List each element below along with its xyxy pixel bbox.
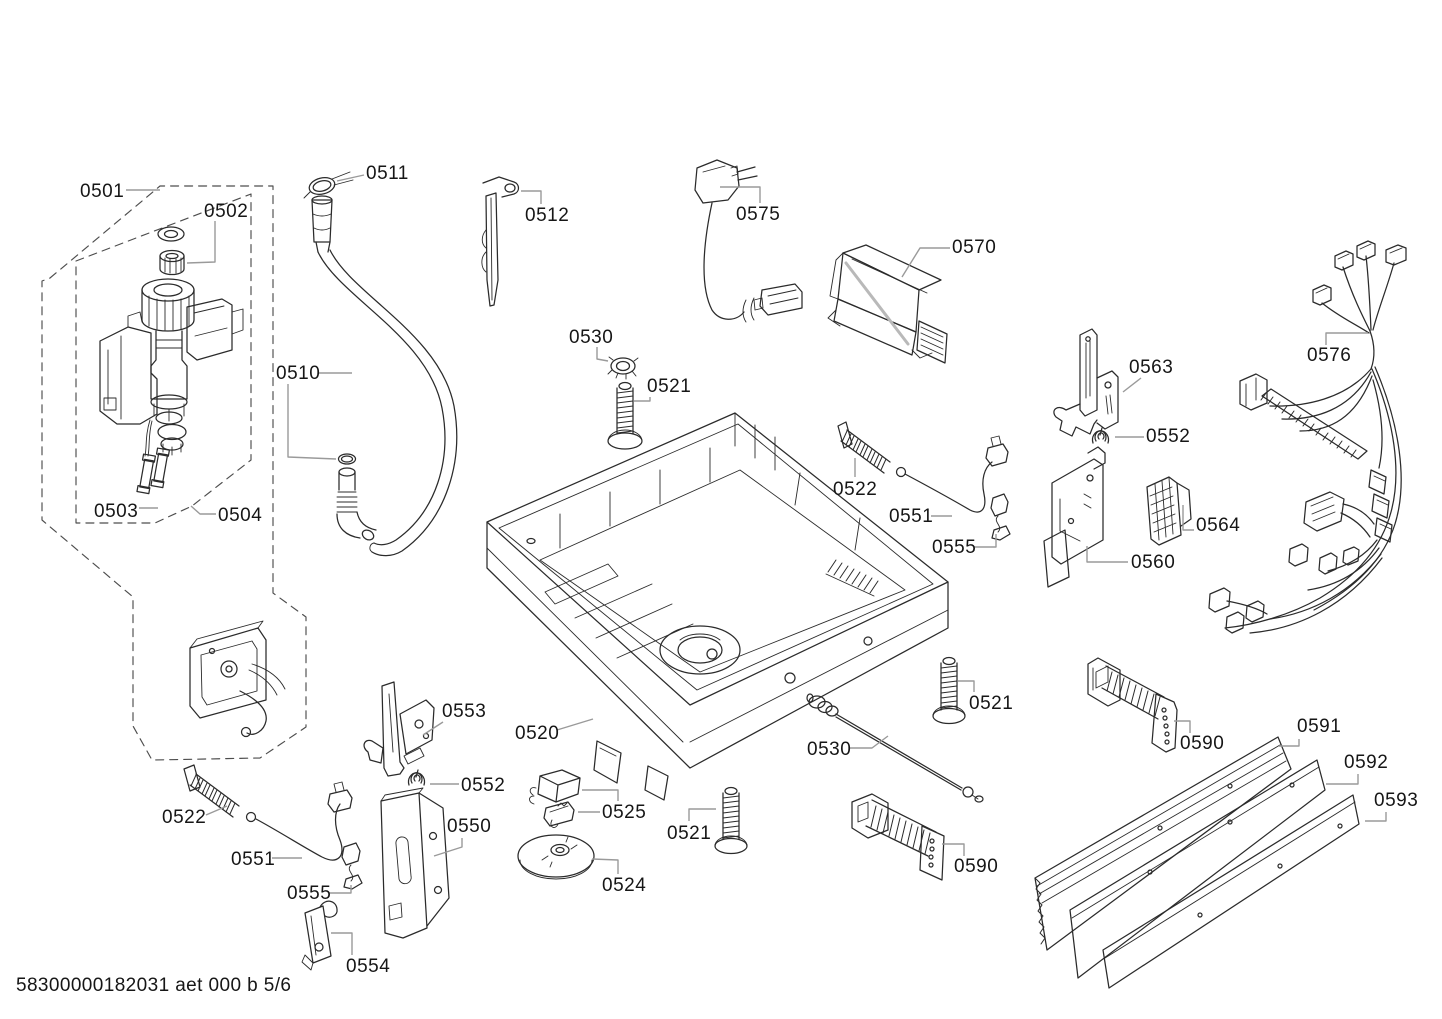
- part-label-0552a: 0552: [1146, 426, 1191, 447]
- leader-lines: [126, 174, 1387, 955]
- document-code: 58300000182031 aet 000 b 5/6: [16, 975, 292, 996]
- part-0520-base-pan-drawing: [486, 412, 949, 801]
- part-0593-panel-drawing: [1102, 794, 1360, 989]
- part-label-0522b: 0522: [162, 807, 207, 828]
- part-0590-vent-drawing: [1087, 657, 1178, 753]
- part-label-0563: 0563: [1129, 357, 1174, 378]
- part-label-0560: 0560: [1131, 552, 1176, 573]
- part-0521-screw-drawing: [932, 656, 966, 725]
- part-label-0550: 0550: [447, 816, 492, 837]
- part-label-0551a: 0551: [889, 506, 934, 527]
- dashed-boundary-outer: [41, 185, 307, 761]
- part-0555-sensor-drawing: [341, 842, 363, 890]
- part-label-0525: 0525: [602, 802, 647, 823]
- part-0564-grid-drawing: [1146, 476, 1192, 546]
- part-label-0552b: 0552: [461, 775, 506, 796]
- part-label-0502: 0502: [204, 201, 249, 222]
- part-label-0576: 0576: [1307, 345, 1352, 366]
- part-0590-vent-drawing: [851, 793, 945, 881]
- part-0551-cable-drawing: [245, 781, 353, 861]
- part-flowmeter-assembly-drawing: [189, 620, 286, 738]
- part-0502-washer-drawing: [157, 226, 185, 276]
- part-label-0511: 0511: [366, 163, 409, 184]
- part-0552-clip-drawing: [407, 769, 426, 786]
- part-0575-power-cord-drawing: [694, 159, 803, 323]
- part-0511-hose-clamp-drawing: [303, 171, 354, 199]
- part-0530-rod-drawing: [806, 693, 984, 803]
- part-label-0555b: 0555: [287, 883, 332, 904]
- part-0591-panel-drawing: [1034, 736, 1292, 951]
- part-label-0554: 0554: [346, 956, 391, 977]
- part-0553-bracket-drawing: [363, 681, 435, 777]
- part-label-0590b: 0590: [954, 856, 999, 877]
- part-label-0592: 0592: [1344, 752, 1389, 773]
- part-0512-deflector-drawing: [481, 176, 520, 307]
- part-label-0591: 0591: [1297, 716, 1342, 737]
- part-label-0590a: 0590: [1180, 733, 1225, 754]
- part-label-0570: 0570: [952, 237, 997, 258]
- part-label-0555a: 0555: [932, 537, 977, 558]
- part-label-0503: 0503: [94, 501, 139, 522]
- part-label-0512: 0512: [525, 205, 570, 226]
- part-0521-screw-drawing: [607, 381, 643, 450]
- part-label-0520: 0520: [515, 723, 560, 744]
- part-label-0522a: 0522: [833, 479, 878, 500]
- part-0554-bracket-drawing: [301, 900, 338, 971]
- part-label-0564: 0564: [1196, 515, 1241, 536]
- part-label-0521a: 0521: [647, 376, 692, 397]
- part-label-0593: 0593: [1374, 790, 1419, 811]
- part-0551-cable-drawing: [895, 435, 1009, 513]
- part-0524-disc-drawing: [517, 834, 595, 880]
- part-label-0504: 0504: [218, 505, 263, 526]
- part-label-0510: 0510: [276, 363, 321, 384]
- part-0560-bracket-drawing: [1043, 446, 1106, 588]
- part-label-0521b: 0521: [969, 693, 1014, 714]
- part-0552-clip-drawing: [1091, 427, 1110, 444]
- part-label-0524: 0524: [602, 875, 647, 896]
- part-0570-control-module-drawing: [827, 244, 948, 364]
- part-label-0521c: 0521: [667, 823, 712, 844]
- part-0530-nut-drawing: [607, 356, 639, 380]
- part-0563-bracket-drawing: [1053, 328, 1119, 437]
- part-label-0501: 0501: [80, 181, 125, 202]
- part-0503-fuse-drawing: [136, 453, 157, 495]
- part-0576-wiring-harness-drawing: [1208, 240, 1407, 634]
- part-label-0575: 0575: [736, 204, 781, 225]
- part-0522-spring-drawing: [183, 764, 240, 818]
- part-label-0530a: 0530: [569, 327, 614, 348]
- part-0521-screw-drawing: [714, 786, 748, 855]
- part-0501-aquastop-valve-drawing: [99, 278, 244, 495]
- part-label-0551b: 0551: [231, 849, 276, 870]
- part-0555-sensor-drawing: [990, 493, 1011, 541]
- part-0592-panel-drawing: [1069, 759, 1326, 979]
- part-0522-spring-drawing: [837, 421, 891, 474]
- part-0525-switch-drawing: [529, 769, 581, 828]
- part-0510-inlet-hose-drawing: [311, 195, 458, 557]
- part-label-0553: 0553: [442, 701, 487, 722]
- part-label-0530b: 0530: [807, 739, 852, 760]
- part-0550-bracket-drawing: [380, 787, 450, 939]
- dashed-boundary-inner: [75, 193, 252, 524]
- part-0503-fuse-drawing: [150, 447, 171, 489]
